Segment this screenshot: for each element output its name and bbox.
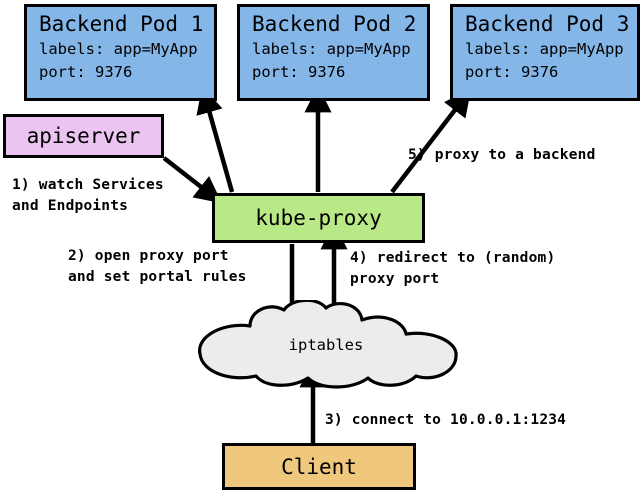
backend-pod-1-box[interactable]: Backend Pod 1 labels: app=MyApp port: 93… (24, 4, 217, 101)
cloud-shape-icon (198, 298, 458, 389)
step-3-annotation: 3) connect to 10.0.0.1:1234 (325, 412, 567, 428)
pod-title: Backend Pod 2 (252, 12, 417, 36)
pod-labels-line: labels: app=MyApp (465, 40, 624, 58)
kube-proxy-box[interactable]: kube-proxy (212, 193, 425, 243)
pod-title: Backend Pod 3 (465, 12, 630, 36)
backend-pod-2-box[interactable]: Backend Pod 2 labels: app=MyApp port: 93… (237, 4, 430, 101)
pod-title: Backend Pod 1 (39, 12, 204, 36)
pod-port-line: port: 9376 (39, 63, 133, 81)
iptables-cloud[interactable]: iptables (188, 298, 464, 390)
pod-labels-line: labels: app=MyApp (252, 40, 411, 58)
apiserver-box[interactable]: apiserver (3, 114, 164, 158)
backend-pod-3-box[interactable]: Backend Pod 3 labels: app=MyApp port: 93… (450, 4, 640, 101)
arrow-kubeproxy-to-pod1 (196, 86, 235, 193)
step-5-annotation: 5) proxy to a backend (408, 147, 596, 163)
client-label: Client (281, 454, 357, 479)
pod-labels-line: labels: app=MyApp (39, 40, 198, 58)
step-2-annotation: 2) open proxy port and set portal rules (68, 248, 247, 285)
pod-port-line: port: 9376 (465, 63, 559, 81)
arrow-apiserver-to-kubeproxy (162, 156, 223, 204)
pod-port-line: port: 9376 (252, 63, 346, 81)
step-1-annotation: 1) watch Services and Endpoints (12, 177, 164, 214)
apiserver-label: apiserver (26, 124, 141, 148)
kube-proxy-label: kube-proxy (255, 206, 382, 230)
step-4-annotation: 4) redirect to (random) proxy port (350, 250, 556, 287)
client-box[interactable]: Client (222, 443, 416, 490)
